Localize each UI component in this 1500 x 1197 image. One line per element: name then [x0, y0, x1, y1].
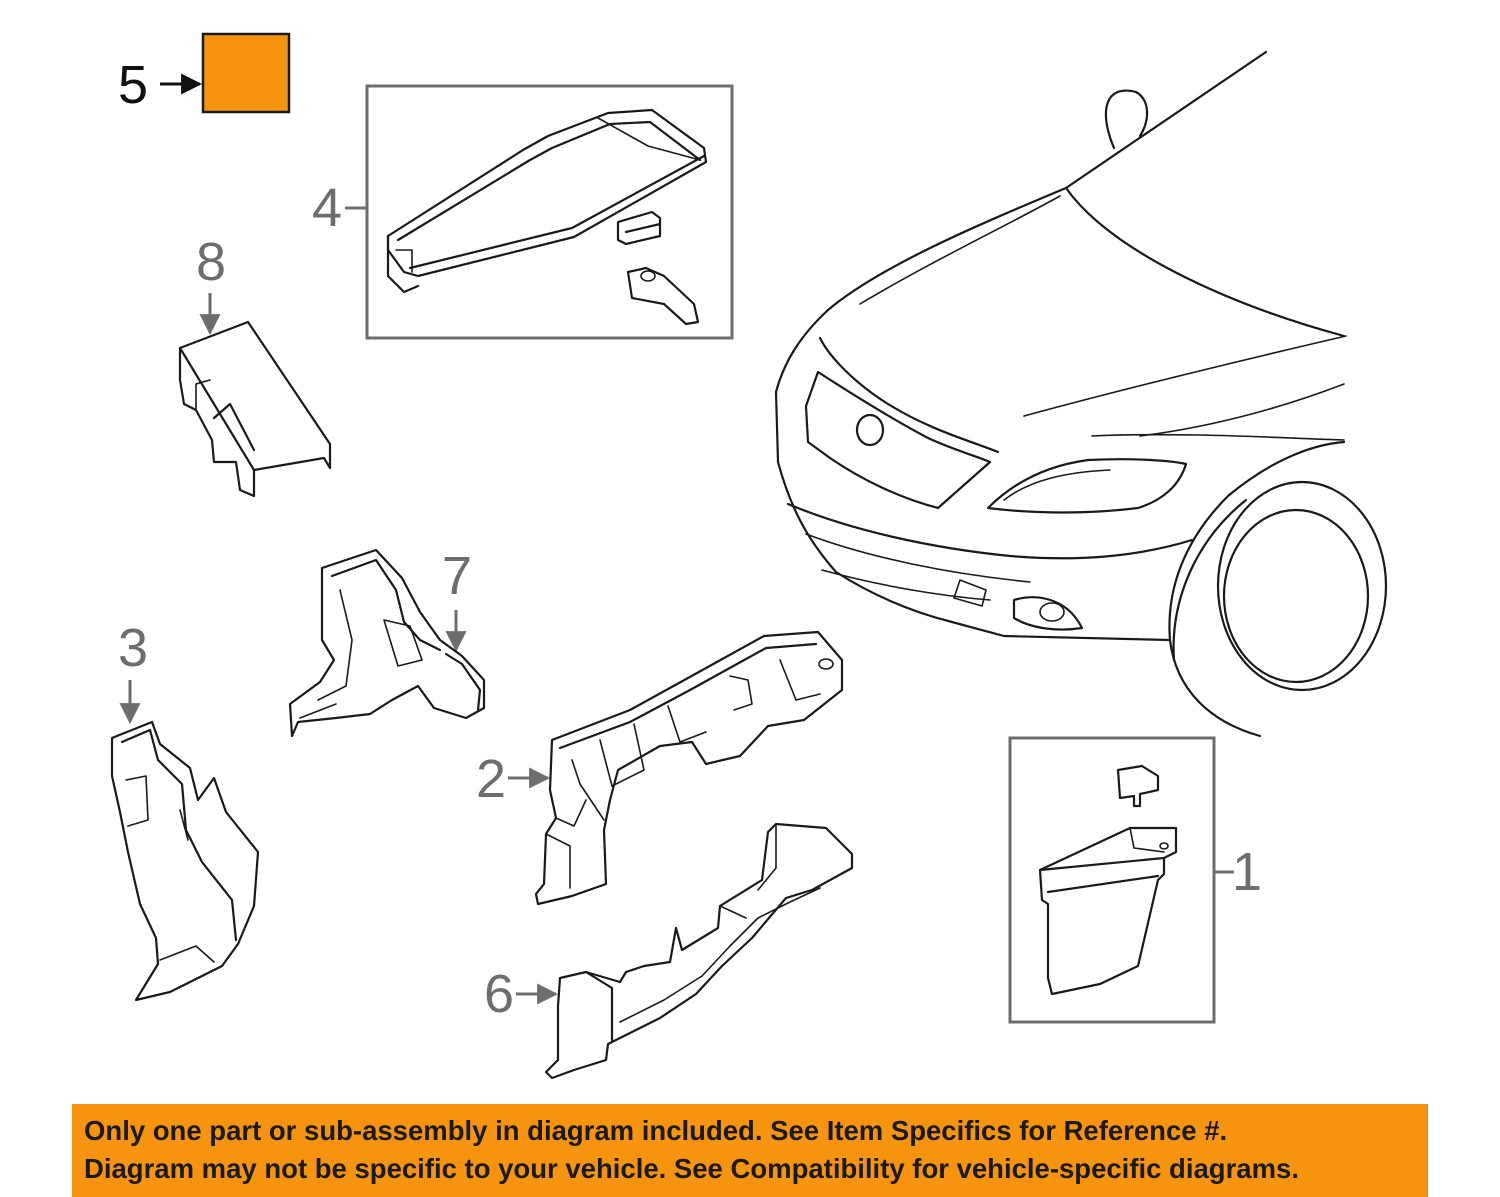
callout-8: 8: [196, 232, 226, 336]
part-4-frame: [365, 84, 734, 340]
disclaimer-banner: Only one part or sub-assembly in diagram…: [72, 1104, 1428, 1197]
callout-1: 1: [1008, 736, 1262, 1024]
part-2-relay-block: [534, 630, 844, 906]
part-8-shield: [178, 320, 332, 498]
disclaimer-line-1: Only one part or sub-assembly in diagram…: [84, 1115, 1228, 1146]
part-6-cover: [544, 822, 854, 1080]
callout-1-number: 1: [1232, 842, 1262, 902]
part-4-cover: [386, 108, 708, 326]
disclaimer-line-2: Diagram may not be specific to your vehi…: [84, 1153, 1299, 1184]
part-3-bracket: [110, 720, 260, 1002]
callout-4-number: 4: [312, 178, 342, 238]
callout-6: 6: [484, 964, 559, 1024]
callout-7: 7: [442, 546, 472, 653]
callout-3: 3: [118, 618, 148, 725]
part-5-swatch: [201, 32, 291, 114]
callout-2: 2: [476, 749, 551, 809]
part-1-relay: [1038, 764, 1178, 996]
callout-6-number: 6: [484, 964, 514, 1024]
callout-7-number: 7: [442, 546, 472, 606]
callout-4: 4: [312, 84, 734, 340]
callout-8-number: 8: [196, 232, 226, 292]
part-7-bracket: [288, 548, 486, 738]
callout-2-number: 2: [476, 749, 506, 809]
vehicle-front-illustration: [774, 50, 1388, 738]
part-1-frame: [1008, 736, 1216, 1024]
callout-3-number: 3: [118, 618, 148, 678]
callout-5-number: 5: [118, 55, 148, 115]
callout-5: 5: [118, 32, 291, 115]
